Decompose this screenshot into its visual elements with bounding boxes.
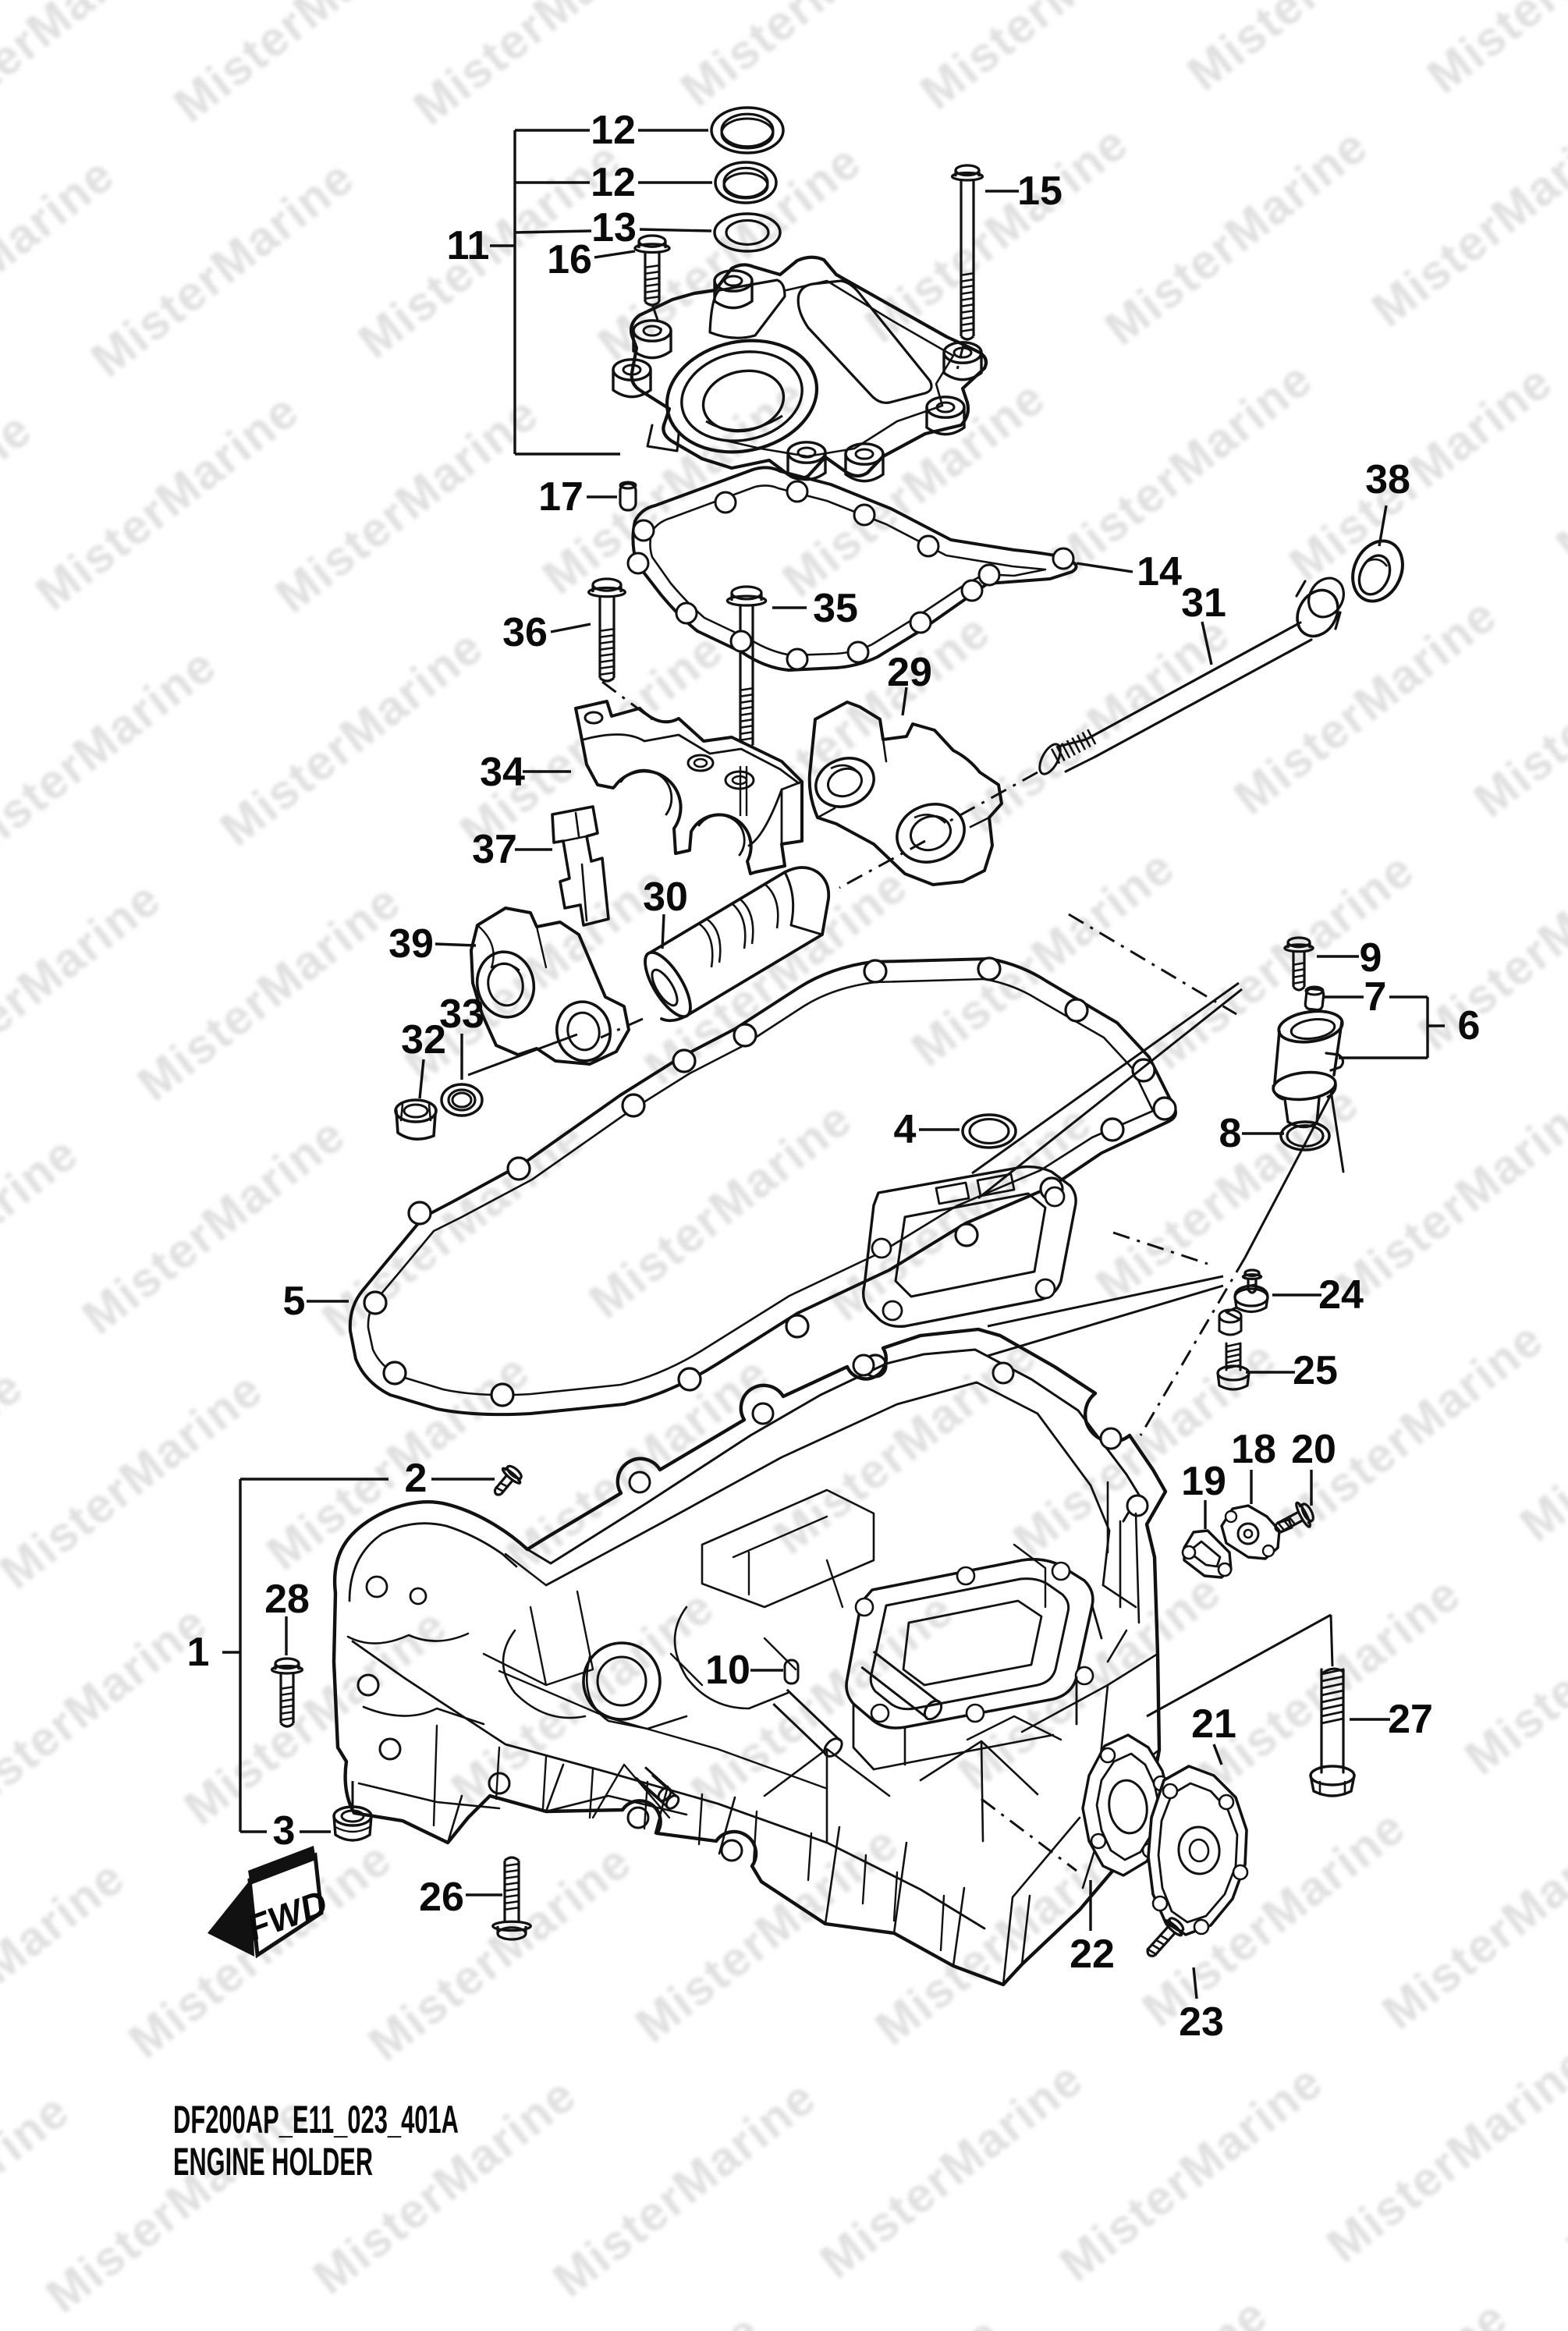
svg-text:1: 1	[187, 1630, 210, 1675]
svg-text:26: 26	[419, 1875, 464, 1920]
svg-text:2: 2	[405, 1456, 427, 1501]
svg-text:4: 4	[894, 1107, 917, 1152]
svg-text:17: 17	[538, 474, 584, 520]
svg-text:25: 25	[1293, 1348, 1338, 1393]
svg-text:30: 30	[643, 875, 688, 920]
svg-text:38: 38	[1365, 457, 1410, 502]
svg-text:11: 11	[447, 223, 490, 268]
svg-text:34: 34	[480, 750, 525, 795]
svg-text:23: 23	[1179, 1999, 1224, 2045]
svg-text:7: 7	[1364, 974, 1387, 1020]
svg-text:19: 19	[1181, 1459, 1226, 1504]
svg-text:6: 6	[1458, 1003, 1481, 1048]
svg-text:14: 14	[1137, 549, 1182, 594]
svg-text:8: 8	[1219, 1111, 1242, 1156]
svg-text:35: 35	[813, 586, 858, 631]
svg-text:ENGINE HOLDER: ENGINE HOLDER	[173, 2140, 373, 2184]
svg-text:28: 28	[264, 1577, 310, 1622]
svg-text:10: 10	[705, 1648, 750, 1693]
svg-text:3: 3	[273, 1808, 296, 1854]
svg-text:37: 37	[472, 827, 517, 872]
svg-text:5: 5	[283, 1279, 306, 1324]
svg-text:22: 22	[1070, 1932, 1115, 1977]
svg-text:9: 9	[1360, 935, 1382, 981]
svg-text:24: 24	[1318, 1272, 1364, 1318]
svg-text:27: 27	[1388, 1697, 1433, 1742]
svg-text:15: 15	[1017, 169, 1062, 214]
svg-text:DF200AP_E11_023_401A: DF200AP_E11_023_401A	[173, 2098, 459, 2141]
svg-text:12: 12	[591, 160, 636, 205]
svg-text:36: 36	[502, 610, 548, 655]
svg-text:33: 33	[439, 992, 484, 1037]
svg-text:13: 13	[591, 205, 637, 250]
svg-text:29: 29	[887, 650, 932, 695]
svg-text:20: 20	[1291, 1427, 1336, 1472]
svg-text:18: 18	[1231, 1427, 1276, 1472]
svg-text:31: 31	[1181, 580, 1226, 626]
svg-text:16: 16	[547, 237, 592, 282]
svg-text:21: 21	[1191, 1701, 1236, 1747]
svg-text:12: 12	[591, 108, 636, 153]
svg-text:39: 39	[388, 921, 434, 967]
svg-text:32: 32	[401, 1017, 446, 1063]
